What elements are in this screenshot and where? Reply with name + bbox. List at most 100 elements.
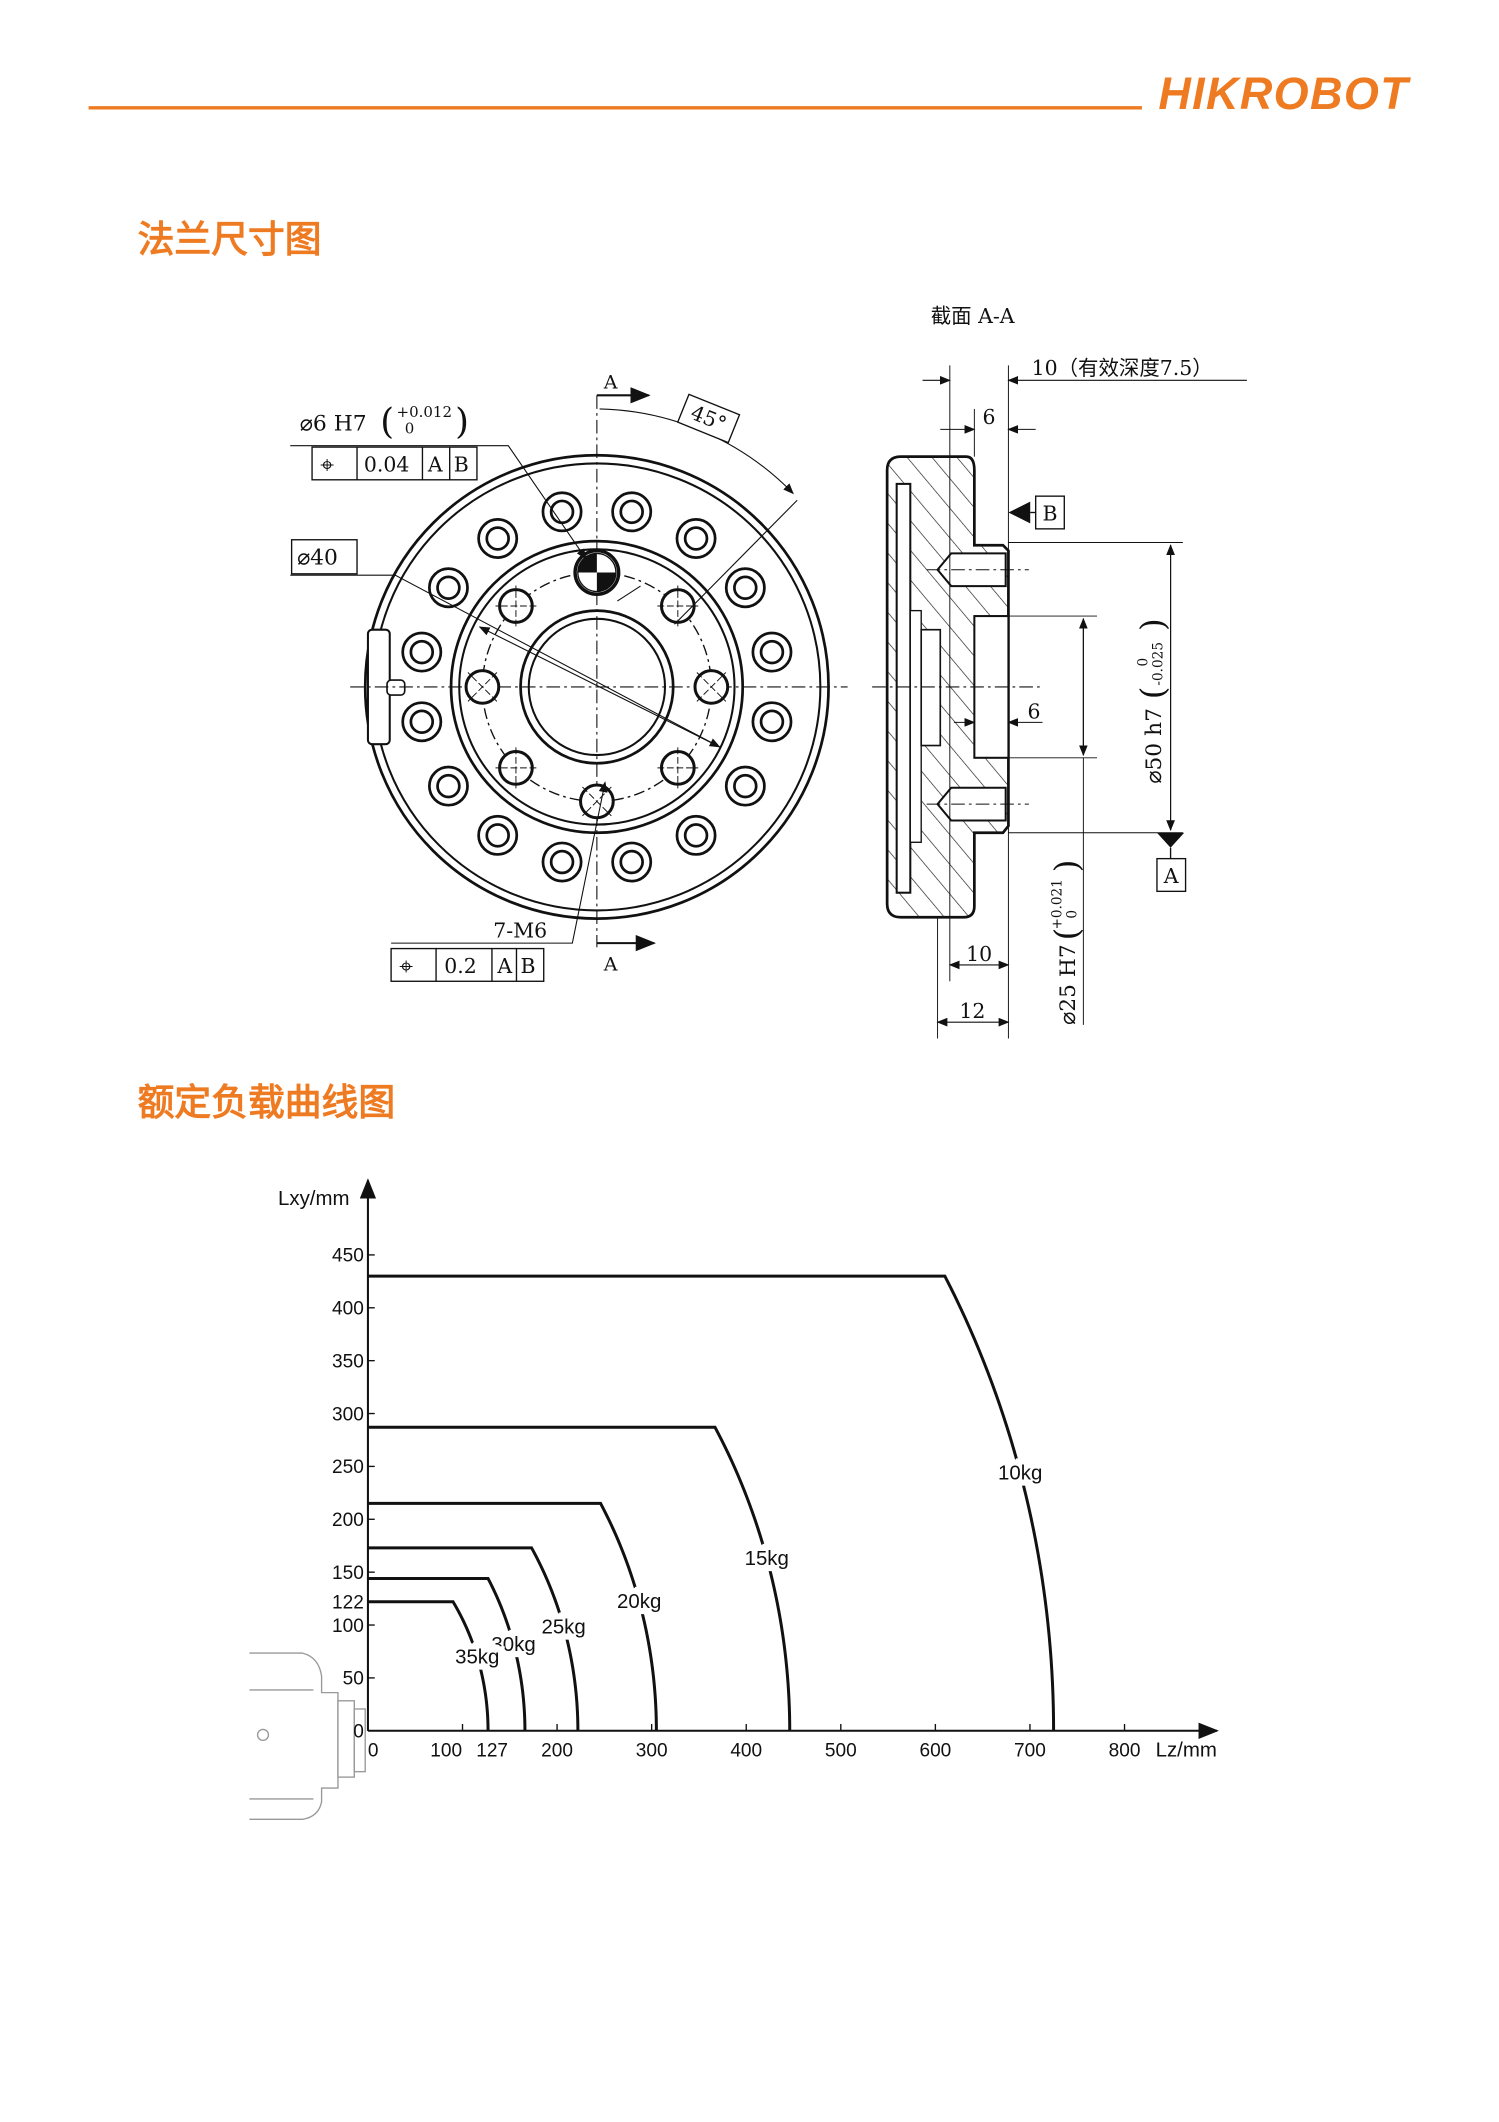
depth-dimension: 10（有效深度7.5）	[1032, 356, 1213, 380]
x-axis-label: Lz/mm	[1156, 1739, 1217, 1762]
section-title-flange: 法兰尺寸图	[138, 218, 322, 261]
counterbore-hole	[401, 631, 443, 673]
svg-text:0: 0	[1065, 910, 1081, 919]
x-tick-label: 300	[636, 1741, 668, 1762]
section-title: 截面 A-A	[931, 304, 1015, 328]
svg-text:+0.021: +0.021	[1050, 879, 1066, 929]
counterbore-hole	[724, 765, 766, 807]
svg-text:⌀40: ⌀40	[297, 545, 338, 570]
counterbore-hole	[611, 491, 653, 533]
curve-label: 20kg	[617, 1590, 661, 1613]
counterbore-hole	[611, 841, 653, 883]
y-tick-label: 400	[332, 1299, 364, 1320]
datum-b: B	[1042, 502, 1057, 526]
section-mark-top: A	[603, 371, 618, 393]
pin-tol-upper: +0.012	[397, 403, 452, 421]
y-tick-label: 350	[332, 1351, 364, 1372]
flange-section-view: 截面 A-A 10（有效深度7.5） 6 B A ⌀50 h7	[872, 304, 1247, 1039]
load-curve-15kg	[367, 1425, 792, 1731]
y-tick-label: 250	[332, 1457, 364, 1478]
pin-hole	[573, 548, 621, 596]
x-tick-label: 200	[541, 1741, 573, 1762]
m6-thread-hole	[579, 783, 615, 820]
svg-text:0: 0	[1135, 658, 1151, 667]
svg-text:(: (	[1134, 686, 1172, 699]
counterbore-hole	[751, 701, 793, 743]
svg-text:B: B	[454, 453, 469, 477]
section-mark-bottom: A	[603, 953, 618, 975]
pin-tol-lower: 0	[405, 419, 415, 437]
y-tick-label: 300	[332, 1404, 364, 1425]
y-axis-label: Lxy/mm	[278, 1187, 350, 1210]
angle-dimension: 45°	[676, 393, 741, 444]
curve-label: 10kg	[998, 1461, 1042, 1484]
counterbore-hole	[724, 567, 766, 609]
load-curve-30kg	[367, 1577, 527, 1731]
curve-label: 35kg	[455, 1646, 499, 1669]
counterbore-hole	[401, 701, 443, 743]
position-icon: ⌖	[399, 951, 413, 980]
curve-label: 25kg	[541, 1615, 585, 1638]
feature-control-frame-1: ⌖ 0.04 A B	[311, 446, 478, 481]
y-tick-label: 150	[332, 1563, 364, 1584]
y-tick-label: 122	[332, 1593, 364, 1614]
x-tick-label: 500	[825, 1741, 857, 1762]
svg-text:): )	[1134, 618, 1172, 631]
y-tick-label: 0	[353, 1722, 364, 1743]
dim-12: 12	[959, 999, 985, 1023]
y-tick-label: 50	[343, 1669, 364, 1690]
dim-6-mid: 6	[1027, 699, 1040, 723]
paren-open: (	[380, 401, 394, 442]
datum-a: A	[1163, 864, 1179, 888]
x-tick-label: 100	[430, 1741, 462, 1762]
dia50-label: ⌀50 h7	[1142, 708, 1167, 784]
m6-thread-hole	[657, 747, 699, 789]
section-title-load-curve: 额定负载曲线图	[138, 1081, 395, 1124]
svg-text:A: A	[496, 954, 512, 978]
svg-text:-0.025: -0.025	[1150, 642, 1166, 686]
thread-callout: 7-M6	[493, 919, 547, 943]
load-curve-20kg	[367, 1501, 658, 1731]
svg-text:): )	[1048, 859, 1086, 872]
counterbore-hole	[541, 491, 583, 533]
flange-front-view: A A 45° ⌀6 H7 ( +0.012 0 ) ⌖ 0.04 A B ⌀4…	[290, 371, 848, 982]
m6-thread-hole	[693, 669, 730, 705]
svg-text:A: A	[427, 453, 443, 477]
svg-text:0.04: 0.04	[364, 453, 410, 477]
dim-6-top: 6	[983, 405, 996, 429]
load-curve-25kg	[367, 1546, 580, 1731]
x-tick-label: 800	[1109, 1741, 1141, 1762]
y-tick-label: 100	[332, 1616, 364, 1637]
brand-logo: HIKROBOT	[1158, 68, 1411, 119]
counterbore-hole	[428, 765, 469, 807]
counterbore-hole	[477, 518, 519, 559]
pcd-label: ⌀40	[290, 539, 358, 575]
y-tick-label: 450	[332, 1246, 364, 1267]
svg-text:0.2: 0.2	[444, 954, 477, 978]
dim-10: 10	[966, 942, 992, 966]
x-tick-label: 700	[1014, 1741, 1046, 1762]
x-tick-label: 127	[476, 1741, 508, 1762]
svg-text:(: (	[1048, 928, 1086, 941]
counterbore-hole	[477, 814, 519, 856]
x-tick-label: 0	[368, 1741, 379, 1762]
load-curve-35kg	[367, 1600, 490, 1731]
dia25-label: ⌀25 H7	[1056, 944, 1081, 1025]
counterbore-hole	[428, 567, 469, 609]
counterbore-hole	[541, 841, 583, 883]
m6-thread-hole	[464, 669, 501, 705]
paren-close: )	[455, 401, 469, 442]
pin-hole-callout: ⌀6 H7	[300, 412, 367, 437]
counterbore-hole	[675, 518, 717, 559]
m6-thread-hole	[657, 585, 699, 627]
x-tick-label: 600	[919, 1741, 951, 1762]
y-tick-label: 200	[332, 1510, 364, 1531]
position-icon: ⌖	[320, 450, 334, 479]
m6-thread-hole	[495, 747, 537, 789]
load-curve-10kg	[367, 1274, 1056, 1731]
counterbore-hole	[751, 631, 793, 673]
svg-text:B: B	[521, 954, 536, 978]
m6-thread-hole	[495, 585, 537, 627]
